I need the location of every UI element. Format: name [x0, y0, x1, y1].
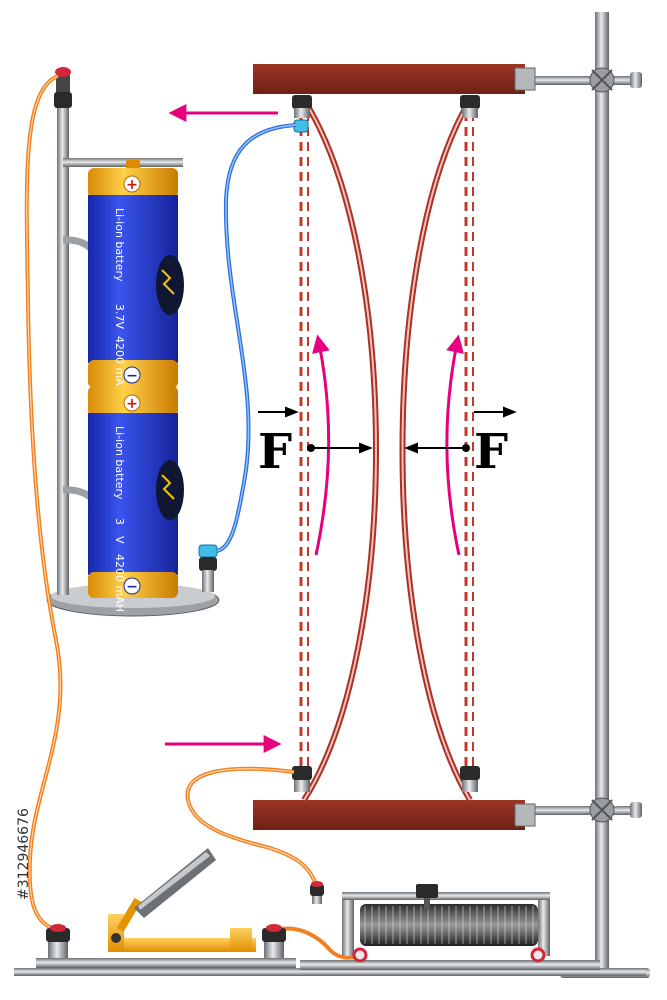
- force-label-left: F: [258, 424, 292, 480]
- lower-clamp-arm: [495, 806, 635, 815]
- flexible-conductor-left: [301, 98, 379, 802]
- battery-bottom-plus: +: [126, 396, 138, 412]
- flexible-conductor-right: [399, 98, 473, 802]
- wire-blue: [216, 123, 297, 553]
- lab-stand-icon: [14, 12, 650, 978]
- battery-bottom-type: Li-ion battery: [113, 426, 126, 500]
- terminal-icon: [292, 95, 480, 792]
- battery-top-capacity: 4200 mAH: [113, 336, 126, 394]
- battery-top-type: Li-ion battery: [113, 208, 126, 282]
- bottom-wooden-bar: [253, 800, 525, 830]
- battery-bottom-voltage-b: V: [113, 536, 126, 544]
- battery-bottom-capacity: 4200 mAH: [113, 554, 126, 612]
- force-vector-right: F: [404, 406, 517, 480]
- rheostat-slider: [416, 884, 438, 898]
- force-label-right: F: [474, 424, 508, 480]
- battery-top-plus: +: [126, 177, 138, 193]
- terminal-icon: [198, 544, 218, 592]
- top-wooden-bar: [253, 64, 525, 94]
- stand-rod: [595, 12, 609, 974]
- battery-top-voltage: 3.7V: [113, 304, 126, 329]
- current-arrow-left-conductor: [312, 334, 331, 556]
- stock-id-label: #312946676: [16, 808, 32, 900]
- battery-icon: + − Li-ion battery 3.7V 4200 mAH: [88, 160, 184, 394]
- straight-conductor-positions: [299, 112, 474, 792]
- rheostat-icon: [300, 881, 600, 970]
- upper-clamp-arm: [495, 76, 635, 85]
- battery-bottom-voltage-a: 3: [113, 518, 126, 525]
- battery-icon: + − Li-ion battery 3 V 4200 mAH: [88, 386, 184, 612]
- wire-orange-left: [24, 74, 63, 932]
- force-vector-left: F: [258, 406, 373, 480]
- table-base: [14, 968, 646, 976]
- knife-switch-icon: [36, 848, 296, 968]
- wire-orange-switch-rheostat: [275, 926, 361, 960]
- battery-bottom-minus: −: [126, 579, 138, 595]
- battery-top-minus: −: [126, 368, 138, 384]
- current-arrow-right-conductor: [445, 334, 464, 556]
